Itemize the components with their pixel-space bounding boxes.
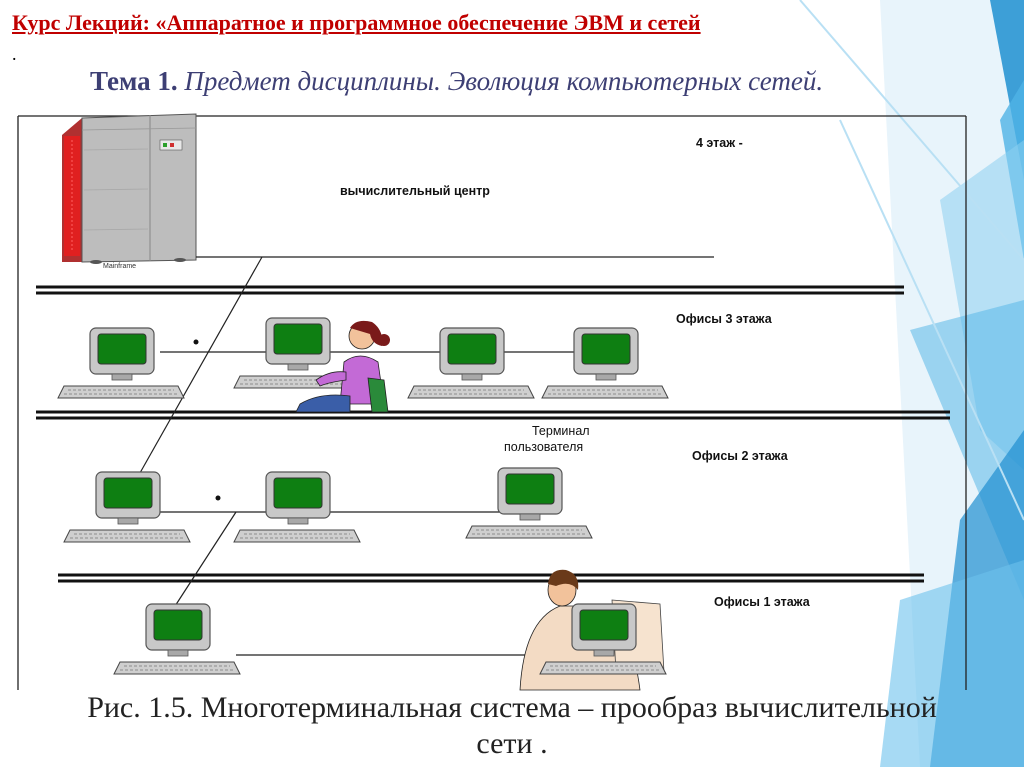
caption-line1: Рис. 1.5. Многотерминальная система – пр…	[87, 691, 937, 724]
topic-heading: Тема 1. Предмет дисциплины. Эволюция ком…	[90, 66, 823, 97]
terminal-floor1-1	[113, 603, 241, 677]
floor4-label: 4 этаж -	[696, 136, 743, 150]
floor-separator-4	[36, 285, 904, 295]
terminal-floor3-1	[57, 327, 185, 401]
mainframe-label: Mainframe	[103, 263, 137, 270]
floor2-label: Офисы 2 этажа	[692, 449, 788, 463]
network-cables	[135, 256, 714, 656]
course-title: Курс Лекций: «Аппаратное и программное о…	[12, 10, 701, 35]
woman-user-icon	[295, 320, 390, 413]
terminal-label-line2: пользователя	[504, 440, 584, 454]
terminal-floor2-1	[63, 471, 191, 545]
terminal-floor2-2	[233, 471, 361, 545]
floor1-label: Офисы 1 этажа	[714, 595, 810, 609]
terminal-floor3-3	[407, 327, 535, 401]
bullet-dot: .	[12, 44, 17, 64]
computing-center-label: вычислительный центр	[340, 184, 490, 198]
floor3-label: Офисы 3 этажа	[676, 312, 772, 326]
topic-title: Предмет дисциплины. Эволюция компьютерны…	[184, 66, 824, 96]
floor-separator-3	[36, 410, 950, 420]
terminal-floor3-4	[541, 327, 669, 401]
caption-line2: сети .	[476, 727, 548, 760]
floor-separator-2	[58, 573, 924, 583]
terminal-floor2-3	[465, 467, 593, 541]
mainframe-icon	[62, 113, 197, 264]
figure-caption: Рис. 1.5. Многотерминальная система – пр…	[0, 690, 1024, 762]
topic-prefix: Тема 1.	[90, 66, 178, 96]
terminal-label-line1: Терминал	[532, 424, 590, 438]
